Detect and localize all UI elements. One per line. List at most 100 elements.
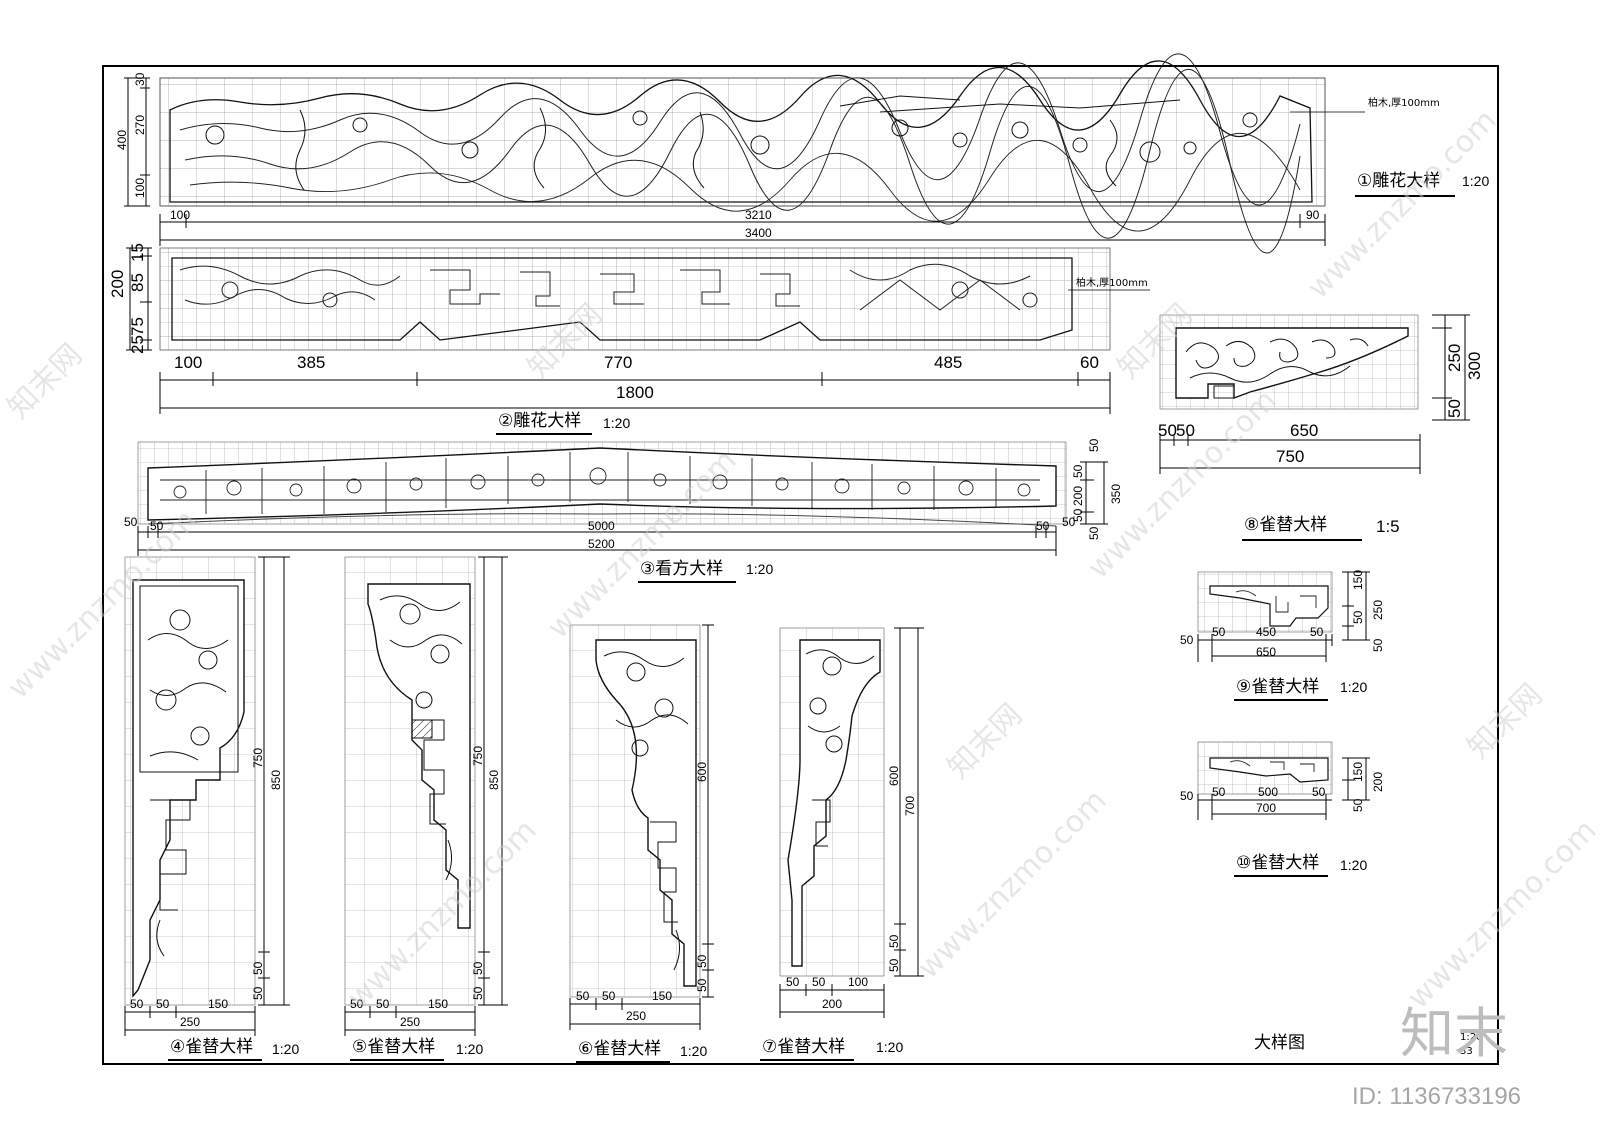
p9-dim-total: 650 — [1256, 645, 1276, 659]
p5-dim-2: 50 — [376, 997, 390, 1011]
p7-dim-r2: 700 — [903, 796, 917, 816]
p10-title: ⑩雀替大样 — [1236, 853, 1319, 873]
p1-dim-l3: 100 — [133, 178, 147, 198]
p3-dim-r4: 50 — [1071, 508, 1085, 522]
p1-material-note: 柏木,厚100mm — [1368, 96, 1440, 109]
p8-dim-r1: 250 — [1445, 344, 1464, 372]
p2-dim-5: 60 — [1080, 353, 1099, 372]
panel-2-carving-detail: 100 385 770 485 60 1800 15 85 75 25 200 … — [108, 243, 1150, 435]
p3-dim-rtotal: 350 — [1109, 484, 1123, 504]
sheet-page-number: 33 — [1460, 1046, 1473, 1057]
p2-title: ②雕花大样 — [498, 411, 581, 431]
p5-title: ⑤雀替大样 — [352, 1037, 435, 1057]
p7-dim-r3: 50 — [887, 934, 901, 948]
wm-site-7: www.znzmo.com — [1401, 813, 1600, 1016]
p8-dim-r2: 300 — [1465, 352, 1484, 380]
brand-logo: 知末 — [1400, 1002, 1508, 1065]
p9-dim-r1: 150 — [1351, 570, 1365, 590]
wm-brand-5: 知末网 — [1461, 677, 1549, 765]
p8-dim-2: 50 — [1176, 421, 1195, 440]
p5-dim-r2: 850 — [487, 770, 501, 790]
p10-dim-2: 50 — [1212, 785, 1226, 799]
p10-dim-r2: 200 — [1371, 772, 1385, 792]
p7-dim-r1: 600 — [887, 766, 901, 786]
panel-4-bracket-detail: 50 50 150 250 750 850 50 50 ④雀替大样 1:20 — [124, 556, 299, 1061]
p3-dim-r5: 50 — [1087, 526, 1101, 540]
p9-dim-r2: 250 — [1371, 600, 1385, 620]
p2-scale: 1:20 — [603, 415, 630, 431]
p5-dim-r4: 50 — [471, 986, 485, 1000]
p1-title: ①雕花大样 — [1357, 171, 1440, 191]
p2-dim-l1: 15 — [128, 243, 147, 262]
p3-dim-1: 50 — [124, 515, 138, 529]
p10-dim-total: 700 — [1256, 801, 1276, 815]
p1-scale: 1:20 — [1462, 173, 1489, 189]
p10-dim-4: 50 — [1312, 785, 1326, 799]
p7-dim-total: 200 — [822, 997, 842, 1011]
p4-dim-2: 50 — [156, 997, 170, 1011]
p6-dim-r3: 50 — [695, 978, 709, 992]
p8-scale: 1:5 — [1376, 517, 1400, 536]
panel-10-bracket-detail: 50 50 500 50 700 150 200 50 ⑩雀替大样 1:20 — [1180, 741, 1385, 877]
p2-dim-ltotal: 200 — [108, 270, 127, 298]
p4-scale: 1:20 — [272, 1041, 299, 1057]
wm-brand-4: 知末网 — [941, 697, 1029, 785]
p2-dim-l3: 75 — [128, 317, 147, 336]
p5-dim-1: 50 — [350, 997, 364, 1011]
panel-8-bracket-detail: 50 50 650 750 250 300 50 ⑧雀替大样 1:5 — [1158, 314, 1484, 541]
p3-dim-5: 50 — [1062, 515, 1076, 529]
p1-dim-l1: 30 — [133, 72, 147, 86]
p2-dim-total: 1800 — [616, 383, 654, 402]
p2-material-note: 柏木,厚100mm — [1076, 276, 1148, 289]
p3-title: ③看方大样 — [640, 559, 723, 579]
panel-7-bracket-detail: 50 50 100 200 600 700 50 50 ⑦雀替大样 1:20 — [760, 627, 924, 1061]
p10-dim-r3: 50 — [1351, 798, 1365, 812]
p8-title: ⑧雀替大样 — [1244, 515, 1327, 535]
image-id-label: ID: 1136733196 — [1352, 1083, 1521, 1110]
p5-dim-total: 250 — [400, 1015, 420, 1029]
sheet-title: 大样图 — [1254, 1033, 1305, 1053]
p2-dim-1: 100 — [174, 353, 202, 372]
p4-dim-3: 150 — [208, 997, 228, 1011]
p4-dim-r3: 50 — [251, 961, 265, 975]
p8-dim-r3: 50 — [1445, 399, 1464, 418]
p3-dim-r2: 50 — [1071, 464, 1085, 478]
p5-dim-r1: 750 — [471, 746, 485, 766]
p7-title: ⑦雀替大样 — [762, 1037, 845, 1057]
p5-dim-3: 150 — [428, 997, 448, 1011]
p1-dim-l2: 270 — [133, 115, 147, 135]
p6-dim-2: 50 — [602, 989, 616, 1003]
p9-dim-1: 50 — [1180, 633, 1194, 647]
sheet-border — [102, 65, 1499, 1065]
p7-dim-1: 50 — [786, 975, 800, 989]
p6-dim-r2: 50 — [695, 954, 709, 968]
p9-scale: 1:20 — [1340, 679, 1367, 695]
p1-dim-right: 90 — [1306, 208, 1320, 222]
p9-dim-2: 50 — [1212, 625, 1226, 639]
p4-dim-total: 250 — [180, 1015, 200, 1029]
p9-dim-4: 50 — [1310, 625, 1324, 639]
p3-dim-2: 50 — [150, 519, 164, 533]
p3-dim-r3: 200 — [1071, 486, 1085, 506]
p5-scale: 1:20 — [456, 1041, 483, 1057]
wm-brand-1: 知末网 — [1, 337, 89, 425]
p6-dim-1: 50 — [576, 989, 590, 1003]
p10-scale: 1:20 — [1340, 857, 1367, 873]
p4-dim-r4: 50 — [251, 986, 265, 1000]
p9-title: ⑨雀替大样 — [1236, 677, 1319, 697]
p8-dim-3: 650 — [1290, 421, 1318, 440]
panel-3-beam-detail: 50 50 5000 50 50 5200 50 50 200 50 50 35… — [124, 438, 1123, 583]
p1-dim-mid: 3210 — [745, 208, 772, 222]
p3-scale: 1:20 — [746, 561, 773, 577]
p8-dim-total: 750 — [1276, 447, 1304, 466]
p7-scale: 1:20 — [876, 1039, 903, 1055]
p1-dim-total: 3400 — [745, 226, 772, 240]
p4-dim-r1: 750 — [251, 748, 265, 768]
p5-dim-r3: 50 — [471, 961, 485, 975]
panel-1-carving-detail: 100 3210 90 3400 30 270 100 400 柏木,厚100m… — [115, 53, 1489, 254]
p9-dim-r3: 50 — [1351, 610, 1365, 624]
p3-dim-r1: 50 — [1087, 438, 1101, 452]
p6-dim-3: 150 — [652, 989, 672, 1003]
p10-dim-r1: 150 — [1351, 762, 1365, 782]
